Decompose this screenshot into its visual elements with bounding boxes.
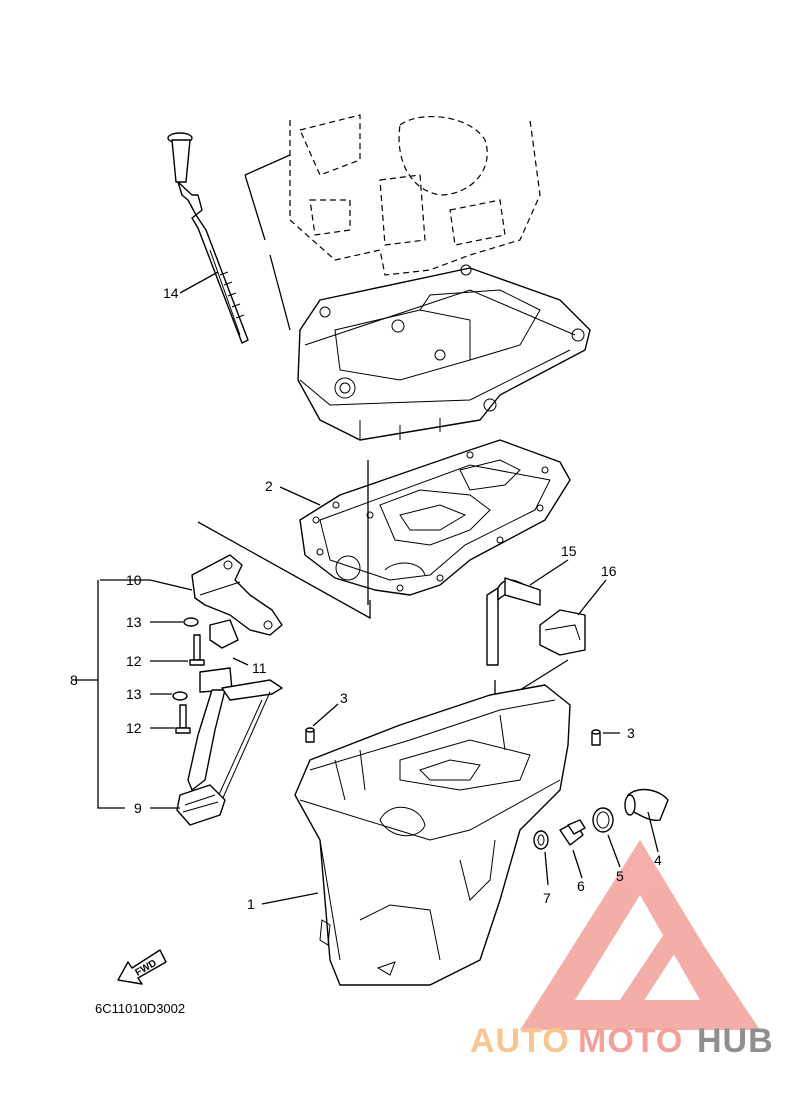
callout-8: 8 [70, 672, 78, 688]
watermark-logo-icon [520, 840, 760, 1030]
callout-7: 7 [543, 890, 551, 906]
callout-4: 4 [654, 852, 662, 868]
alignment-line [244, 154, 291, 331]
dipstick [167, 132, 249, 344]
watermark-text: AUTO MOTO HUB [470, 1022, 774, 1060]
callout-12: 12 [126, 653, 142, 669]
engine-block-outline [289, 114, 541, 276]
diagram-code: 6C11010D3002 [95, 1001, 185, 1016]
callout-12-lower: 12 [126, 720, 142, 736]
callout-14: 14 [163, 285, 179, 301]
callout-9: 9 [134, 800, 142, 816]
callout-6: 6 [577, 878, 585, 894]
fwd-label: FWD [133, 958, 158, 979]
callout-13: 13 [126, 614, 142, 630]
callout-16: 16 [601, 563, 617, 579]
watermark-hub: HUB [697, 1022, 774, 1060]
callout-1: 1 [247, 896, 255, 912]
hose-holder [539, 609, 586, 656]
exhaust-guide-plate [297, 264, 591, 441]
leader-lines [75, 271, 659, 905]
callout-2: 2 [265, 478, 273, 494]
alignment-line [197, 521, 371, 620]
breather-hose [486, 577, 541, 666]
watermark-auto: AUTO [470, 1022, 570, 1060]
watermark-moto: MOTO [578, 1022, 683, 1060]
fwd-arrow-icon [117, 949, 167, 985]
oil-strainer-assembly [172, 554, 283, 826]
callout-11: 11 [252, 660, 267, 676]
gasket [299, 439, 571, 596]
callout-3-right: 3 [627, 725, 635, 741]
callout-5: 5 [616, 868, 624, 884]
callout-10: 10 [126, 572, 142, 588]
callout-13-lower: 13 [126, 686, 142, 702]
callout-15: 15 [561, 543, 577, 559]
drain-parts [533, 788, 669, 850]
dowel-pin [305, 727, 601, 746]
callout-3-left: 3 [340, 690, 348, 706]
oil-pan [294, 684, 571, 986]
